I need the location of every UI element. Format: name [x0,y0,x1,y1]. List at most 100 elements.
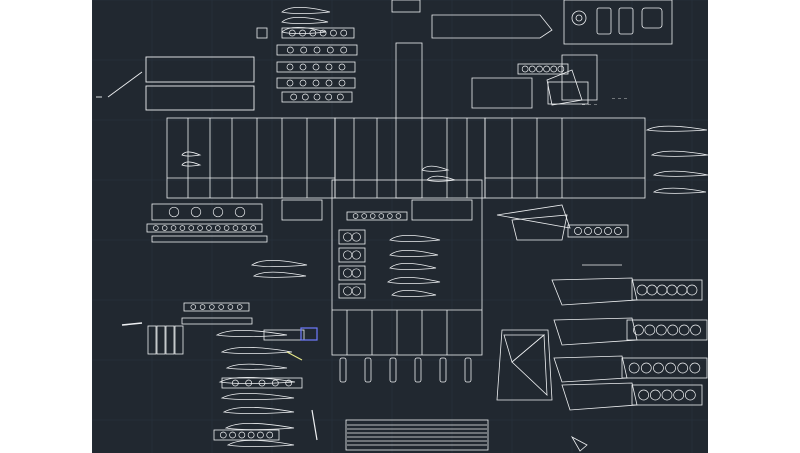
spar-part [411,199,473,221]
servo-plate-part[interactable] [563,0,673,45]
spar-hole [290,93,298,101]
airfoil-rib [421,165,450,172]
spar-part [213,429,280,441]
tab-part [174,325,184,355]
spar-hole [231,379,239,387]
bracket-part [553,355,628,383]
spar-hole [343,268,353,278]
bracket-part [471,77,533,109]
airfoil-rib [181,151,202,157]
spar-part [338,229,366,245]
stringer-part [364,357,372,383]
bracket-part [431,14,553,39]
spar-hole [209,304,215,310]
spar-hole [197,225,203,231]
bracket-part [391,0,421,13]
leader-line [121,322,143,326]
gusset-part [503,334,546,363]
spar-hole [288,29,296,37]
spar-hole [250,225,256,231]
spar-hole [301,93,309,101]
spar-hole [313,46,321,54]
spar-hole [638,389,650,401]
spar-part [221,377,303,389]
spar-hole [686,284,698,296]
spar-part [151,203,263,221]
spar-part [338,247,366,263]
fuselage-center-frame[interactable] [331,42,486,356]
spar-hole [343,286,353,296]
tab-part [165,325,175,355]
spar-parts-layer[interactable] [146,27,708,441]
spar-hole [206,225,212,231]
tab-part [156,325,166,355]
spar-hole [665,362,676,374]
cad-drawing-canvas[interactable] [92,0,708,453]
airfoil-rib [652,170,708,177]
selected-part-highlight [300,327,318,341]
spar-part [346,211,408,221]
airfoil-rib [220,393,295,400]
spar-hole [351,250,361,260]
airfoil-rib [215,330,288,337]
spar-hole [170,225,177,231]
airfoil-rib [426,175,456,182]
spar-hole [351,286,361,296]
stringer-part [439,357,447,383]
airfoil-rib [645,125,708,132]
spar-hole [633,324,644,336]
airfoil-rib [224,423,295,430]
spar-hole [594,227,602,235]
title-block[interactable] [96,56,255,111]
spar-hole [271,379,279,387]
spar-hole [212,206,224,218]
spar-hole [646,284,658,296]
spar-hole [300,46,308,54]
spar-part [281,199,323,221]
spar-hole [266,431,274,439]
spar-hole [326,46,334,54]
spar-hole [325,63,333,71]
spar-hole [343,250,353,260]
spar-hole [232,225,239,231]
spar-hole [236,304,243,310]
gusset-part [496,329,553,401]
airfoil-rib [650,150,708,157]
airfoil-rib [281,17,329,24]
wing-assembly-left-frame[interactable] [166,117,336,199]
spar-hole [325,79,333,87]
spar-hole [286,63,294,71]
airfoil-rib [181,161,202,167]
misc-parts-layer[interactable] [121,0,638,452]
airfoil-ribs-layer[interactable] [181,7,708,447]
spar-hole [628,362,640,374]
spar-hole [690,324,701,336]
bracket-part [511,214,568,241]
spar-hole [351,268,361,278]
spar-hole [604,227,612,235]
spar-hole [340,46,348,54]
cad-drawing-viewport[interactable]: — — — — — — [92,0,708,453]
spar-hole [653,362,664,374]
spar-hole [168,206,180,218]
spar-part [338,265,366,281]
airfoil-rib [222,407,295,414]
spar-hole [312,63,320,71]
spar-hole [319,29,327,37]
spar-hole [286,79,294,87]
spar-hole [247,431,255,439]
bracket-part [547,81,589,105]
spar-hole [543,65,550,73]
spar-hole [528,65,536,73]
spar-hole [223,225,230,231]
spar-hole [640,362,652,374]
spar-hole [199,304,206,310]
spar-hole [238,431,246,439]
spar-hole [684,389,696,401]
wing-assembly-right-frame[interactable] [484,117,646,199]
leader-line [311,409,318,441]
spar-hole [286,46,294,54]
airfoil-rib [387,277,441,284]
highlight-accents-layer [286,327,318,361]
spar-hole [676,284,688,296]
